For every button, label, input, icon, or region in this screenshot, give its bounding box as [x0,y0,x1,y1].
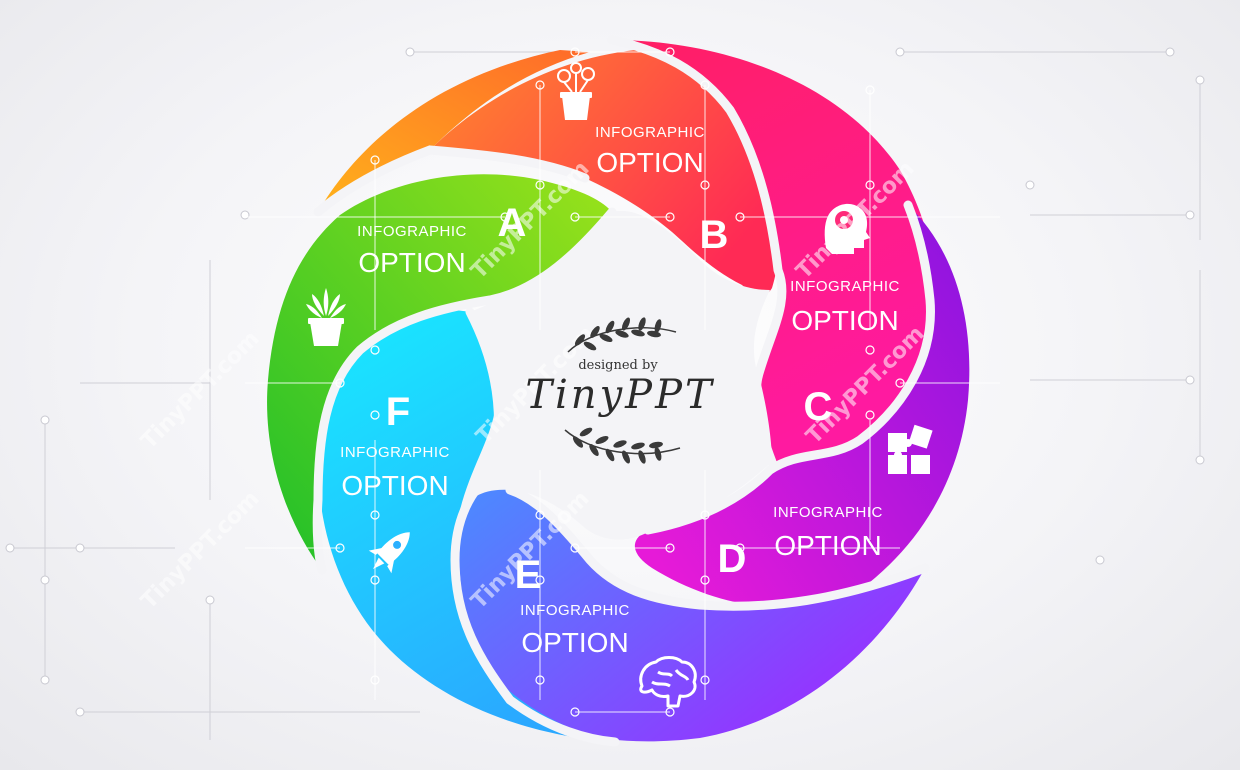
segment-c-label-small: INFOGRAPHIC [790,278,900,295]
segment-d-label-big: OPTION [774,530,881,561]
flower-pot-icon [557,62,595,120]
segment-b[interactable] [430,48,779,296]
segment-a-label-big: OPTION [358,247,465,278]
brain-head-icon [824,203,870,254]
segment-b-label-big: OPTION [596,147,703,178]
segment-c[interactable] [612,40,936,468]
segment-d-label-small: INFOGRAPHIC [773,504,883,521]
laurel-top-icon [567,317,677,353]
segment-e-label-big: OPTION [521,627,628,658]
segment-a-letter: A [498,201,527,245]
segment-b-label-small: INFOGRAPHIC [595,124,705,141]
segment-f-label-small: INFOGRAPHIC [340,444,450,461]
segment-a[interactable] [267,174,612,571]
background-grid [5,47,1205,740]
segment-f-letter: F [386,390,410,434]
segment-c-content: C INFOGRAPHIC OPTION [790,203,900,429]
segment-d-content: D INFOGRAPHIC OPTION [718,424,933,581]
laurel-bottom-icon [564,427,681,464]
designed-by-text: designed by [578,358,658,373]
logo-text: TinyPPT [525,372,715,418]
watermark-text: TinyPPT.com [137,326,265,454]
segment-e-letter: E [515,553,542,597]
segment-e-label-small: INFOGRAPHIC [520,602,630,619]
segment-c-letter: C [804,385,833,429]
brain-icon [639,656,697,708]
segment-f-content: F INFOGRAPHIC OPTION [340,390,450,574]
puzzle-icon [888,424,933,474]
plant-pot-icon [306,288,346,346]
segment-b-letter: B [700,213,729,257]
watermark-text: TinyPPT.com [137,486,265,614]
segment-f[interactable] [318,310,615,742]
rocket-icon [368,532,410,574]
segment-e-content: E INFOGRAPHIC OPTION [515,553,697,708]
center-logo: designed by TinyPPT [525,317,715,464]
segment-d-letter: D [718,537,747,581]
segment-a-content: A INFOGRAPHIC OPTION [306,201,526,346]
segment-a-label-small: INFOGRAPHIC [357,223,467,240]
overlay-grid [245,47,1000,717]
center-hole [460,210,772,540]
segment-f-label-big: OPTION [341,470,448,501]
segment-b-content: B INFOGRAPHIC OPTION [557,62,729,257]
segment-e[interactable] [459,486,925,742]
segment-c-label-big: OPTION [791,305,898,336]
segment-d[interactable] [634,205,970,608]
